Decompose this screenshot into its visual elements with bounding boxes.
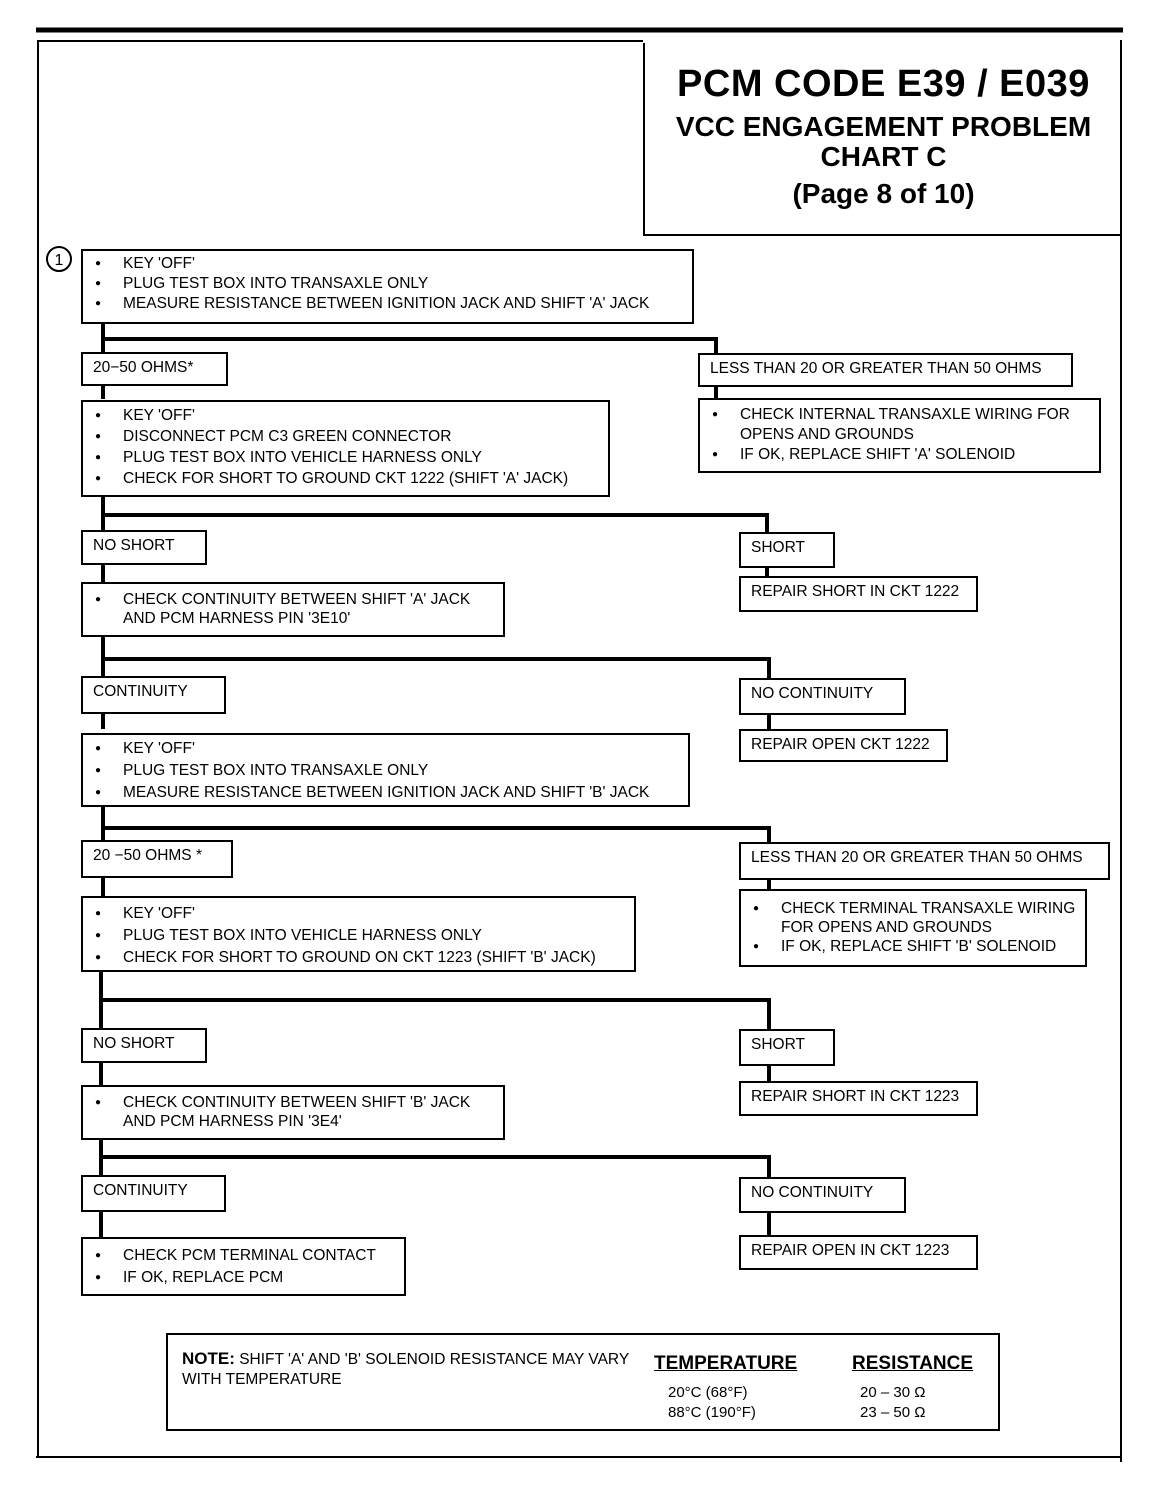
step-item: PLUG TEST BOX INTO TRANSAXLE ONLY (93, 760, 680, 782)
step-item: KEY 'OFF' (93, 903, 626, 925)
step-box-short-check-1223: KEY 'OFF' PLUG TEST BOX INTO VEHICLE HAR… (81, 896, 636, 972)
step-item: PLUG TEST BOX INTO TRANSAXLE ONLY (93, 274, 684, 294)
page-indicator: (Page 8 of 10) (792, 178, 975, 209)
chart-title-block: PCM CODE E39 / E039 VCC ENGAGEMENT PROBL… (643, 43, 1122, 236)
chart-subtitle: VCC ENGAGEMENT PROBLEM CHART C (645, 112, 1122, 172)
resistance-column: RESISTANCE 20 – 30 Ω 23 – 50 Ω (852, 1353, 973, 1423)
result-label-20-50-ohms-b: 20 −50 OHMS * (81, 840, 233, 878)
result-label-out-of-range: LESS THAN 20 OR GREATER THAN 50 OHMS (698, 353, 1073, 387)
result-label-out-of-range-b: LESS THAN 20 OR GREATER THAN 50 OHMS (739, 842, 1110, 880)
result-label-20-50-ohms: 20−50 OHMS* (81, 352, 228, 386)
step-box-continuity-3e4: CHECK CONTINUITY BETWEEN SHIFT 'B' JACK … (81, 1085, 505, 1140)
action-box-repair-open-1222: REPAIR OPEN CKT 1222 (739, 729, 948, 762)
step-item: DISCONNECT PCM C3 GREEN CONNECTOR (93, 426, 600, 447)
note-text: NOTE: SHIFT 'A' AND 'B' SOLENOID RESISTA… (182, 1349, 642, 1390)
resistance-value: 23 – 50 Ω (860, 1404, 926, 1421)
step-item: CHECK INTERNAL TRANSAXLE WIRING FOR OPEN… (710, 405, 1091, 445)
step-item: MEASURE RESISTANCE BETWEEN IGNITION JACK… (93, 294, 684, 314)
action-box-repair-open-1223: REPAIR OPEN IN CKT 1223 (739, 1235, 978, 1270)
step-item: CHECK TERMINAL TRANSAXLE WIRING FOR OPEN… (751, 899, 1077, 937)
step-box-short-check-1222: KEY 'OFF' DISCONNECT PCM C3 GREEN CONNEC… (81, 400, 610, 497)
step-item: KEY 'OFF' (93, 254, 684, 274)
step-item: CHECK PCM TERMINAL CONTACT (93, 1245, 396, 1267)
page-title: PCM CODE E39 / E039 (677, 63, 1090, 105)
step-item: CHECK CONTINUITY BETWEEN SHIFT 'A' JACK … (93, 590, 495, 628)
step-box-measure-shift-b: KEY 'OFF' PLUG TEST BOX INTO TRANSAXLE O… (81, 733, 690, 807)
action-box-check-internal-wiring: CHECK INTERNAL TRANSAXLE WIRING FOR OPEN… (698, 398, 1101, 473)
note-label: NOTE: (182, 1349, 235, 1368)
step-item: CHECK CONTINUITY BETWEEN SHIFT 'B' JACK … (93, 1093, 495, 1131)
step-item: IF OK, REPLACE SHIFT 'A' SOLENOID (710, 445, 1091, 465)
step-box-check-pcm: CHECK PCM TERMINAL CONTACT IF OK, REPLAC… (81, 1237, 406, 1296)
result-label-no-continuity: NO CONTINUITY (739, 678, 906, 715)
note-box: NOTE: SHIFT 'A' AND 'B' SOLENOID RESISTA… (166, 1333, 1000, 1431)
step-item: PLUG TEST BOX INTO VEHICLE HARNESS ONLY (93, 925, 626, 947)
result-label-continuity-b: CONTINUITY (81, 1175, 226, 1212)
result-label-short-b: SHORT (739, 1029, 835, 1066)
step-item: IF OK, REPLACE SHIFT 'B' SOLENOID (751, 937, 1077, 956)
step-item: CHECK FOR SHORT TO GROUND ON CKT 1223 (S… (93, 947, 626, 969)
temperature-header: TEMPERATURE (654, 1353, 798, 1374)
step-item: MEASURE RESISTANCE BETWEEN IGNITION JACK… (93, 782, 680, 804)
step-item: KEY 'OFF' (93, 738, 680, 760)
action-box-repair-short-1222: REPAIR SHORT IN CKT 1222 (739, 576, 978, 612)
result-label-short: SHORT (739, 532, 835, 568)
step-box-measure-shift-a: KEY 'OFF' PLUG TEST BOX INTO TRANSAXLE O… (81, 249, 694, 324)
note-body: SHIFT 'A' AND 'B' SOLENOID RESISTANCE MA… (182, 1351, 629, 1388)
resistance-value: 20 – 30 Ω (860, 1384, 926, 1401)
resistance-header: RESISTANCE (852, 1353, 974, 1374)
step-item: KEY 'OFF' (93, 405, 600, 426)
step-box-continuity-3e10: CHECK CONTINUITY BETWEEN SHIFT 'A' JACK … (81, 582, 505, 637)
action-box-repair-short-1223: REPAIR SHORT IN CKT 1223 (739, 1081, 978, 1116)
result-label-no-continuity-b: NO CONTINUITY (739, 1177, 906, 1213)
temperature-column: TEMPERATURE 20°C (68°F) 88°C (190°F) (654, 1353, 797, 1423)
subtitle-line-2: CHART C (820, 141, 947, 172)
action-box-check-terminal-wiring: CHECK TERMINAL TRANSAXLE WIRING FOR OPEN… (739, 889, 1087, 967)
subtitle-line-1: VCC ENGAGEMENT PROBLEM (675, 111, 1092, 142)
step-item: IF OK, REPLACE PCM (93, 1267, 396, 1289)
result-label-no-short: NO SHORT (81, 530, 207, 565)
step-item: PLUG TEST BOX INTO VEHICLE HARNESS ONLY (93, 447, 600, 468)
step-item: CHECK FOR SHORT TO GROUND CKT 1222 (SHIF… (93, 468, 600, 489)
temperature-value: 20°C (68°F) (668, 1384, 748, 1401)
result-label-no-short-b: NO SHORT (81, 1028, 207, 1063)
step-number-marker: 1 (46, 246, 72, 272)
result-label-continuity: CONTINUITY (81, 676, 226, 714)
temperature-value: 88°C (190°F) (668, 1404, 756, 1421)
